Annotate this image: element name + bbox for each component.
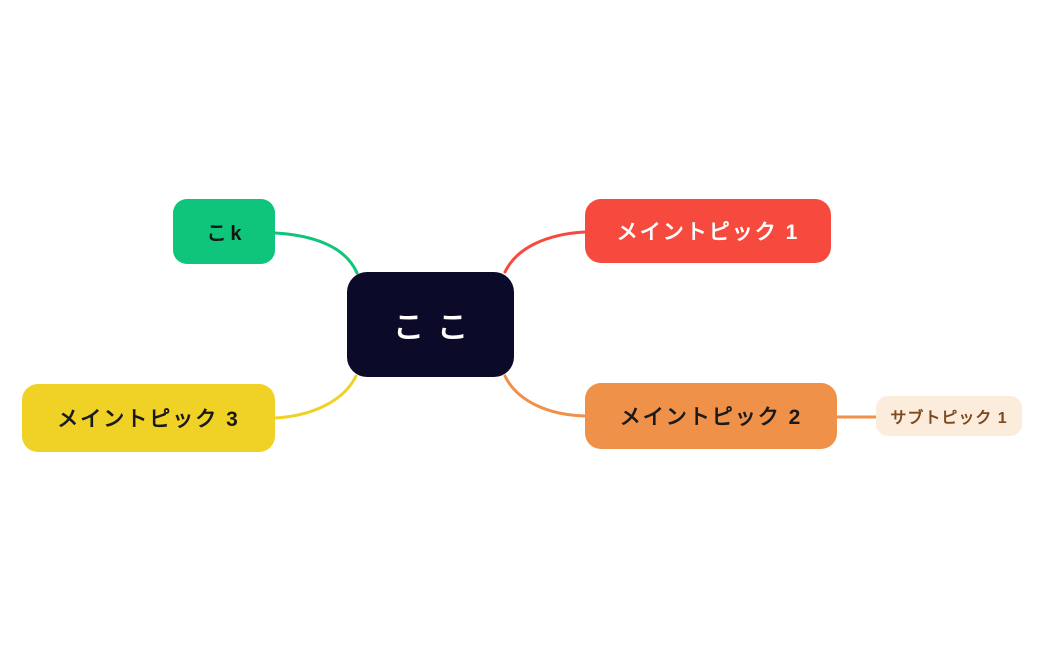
topic-node-1-label: メイントピック 1 <box>616 221 800 244</box>
connector-root-topic-3 <box>273 374 358 420</box>
connector-root-topic-2 <box>503 374 587 418</box>
topic-node-1[interactable]: メイントピック 1 <box>585 199 831 263</box>
connector-root-topic-1 <box>503 230 587 274</box>
root-node[interactable]: ここ <box>347 272 514 377</box>
topic-node-3[interactable]: メイントピック 3 <box>22 384 275 452</box>
topic-node-2-label: メイントピック 2 <box>619 406 803 429</box>
subtopic-node-1-label: サブトピック 1 <box>890 410 1008 427</box>
topic-node-2[interactable]: メイントピック 2 <box>585 383 837 449</box>
root-node-label: ここ <box>393 310 481 345</box>
topic-node-3-label: メイントピック 3 <box>57 408 240 431</box>
topic-node-green-label: こk <box>206 223 246 245</box>
subtopic-node-1[interactable]: サブトピック 1 <box>876 396 1022 436</box>
connector-root-topic-green <box>273 231 359 275</box>
topic-node-green[interactable]: こk <box>173 199 275 264</box>
